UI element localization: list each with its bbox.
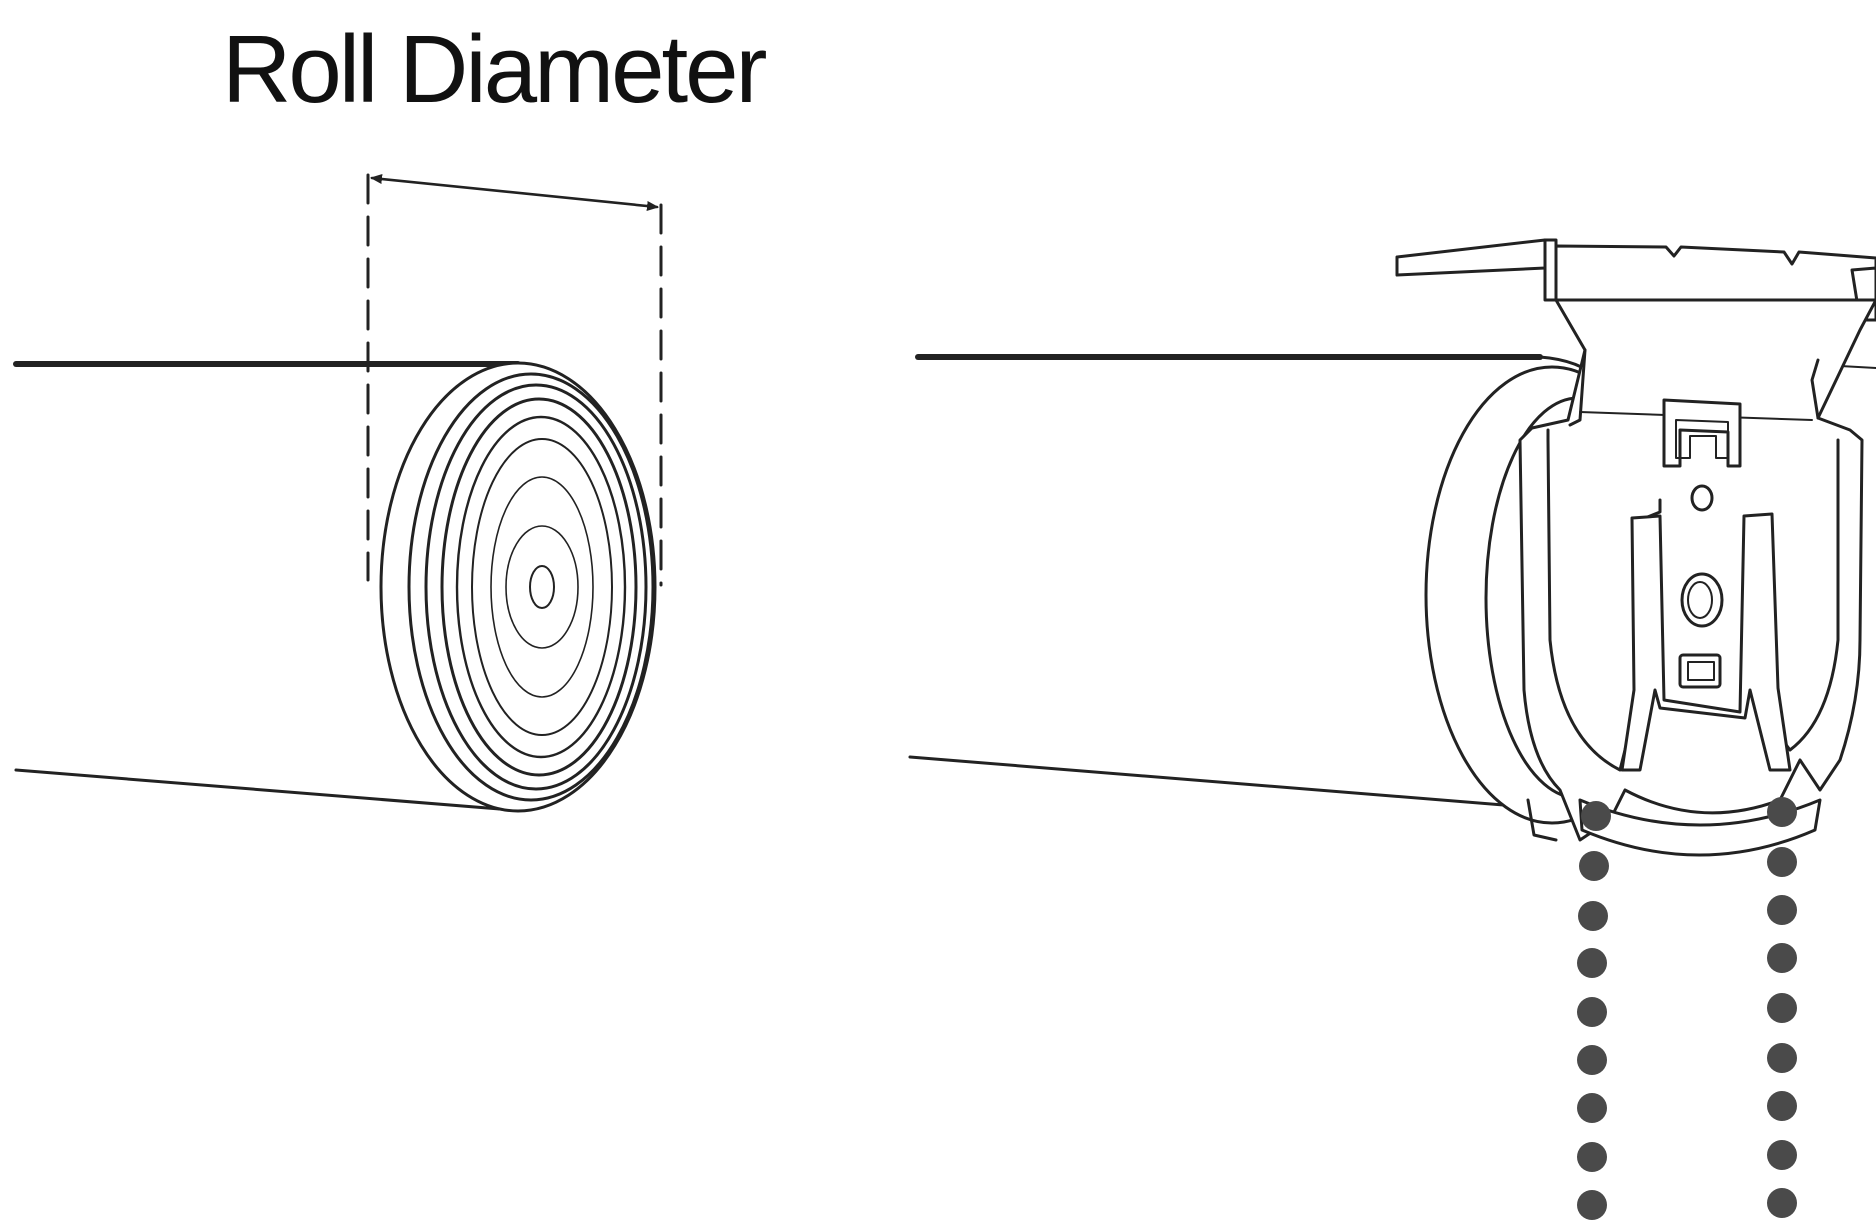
bead-chain (1577, 797, 1797, 1220)
left-roll (13, 173, 663, 813)
fabric-bottom-edge-right (908, 755, 1542, 810)
mounting-bracket (1518, 298, 1876, 857)
fabric-bottom-edge (14, 768, 514, 812)
roll-end-rings (379, 361, 657, 813)
diameter-guide-lines (366, 173, 663, 587)
bead-chain-right (1767, 797, 1797, 1218)
right-roll-assembly (908, 238, 1876, 1220)
diagram-title: Roll Diameter (222, 16, 767, 123)
diameter-dimension-arrow (370, 174, 659, 211)
bead-chain-left (1577, 801, 1611, 1220)
